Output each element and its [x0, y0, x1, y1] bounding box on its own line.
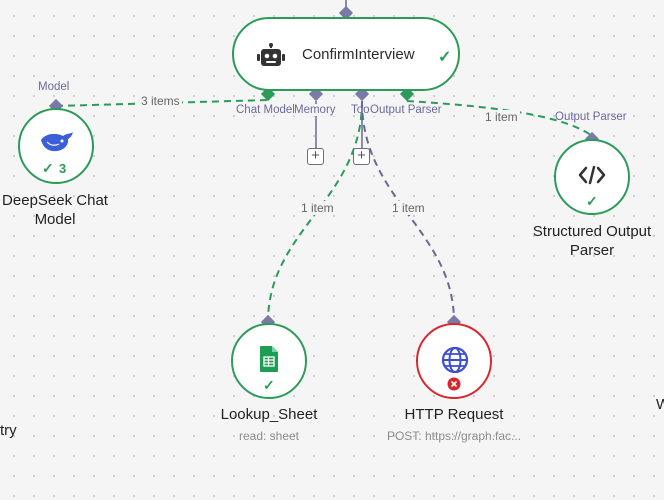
robot-icon	[257, 43, 285, 66]
add-tool-button[interactable]: +	[353, 148, 370, 165]
add-memory-button[interactable]: +	[307, 148, 324, 165]
http-request-label: HTTP Request	[404, 406, 504, 423]
google-sheets-icon	[260, 346, 278, 372]
offscreen-node-label-left: try	[0, 422, 17, 439]
edge-label-sheet: 1 item	[299, 201, 336, 215]
deepseek-label-line1: DeepSeek Chat	[2, 192, 108, 209]
lookup-sheet-subtitle: read: sheet	[238, 429, 300, 443]
deepseek-node[interactable]: ✓ 3	[18, 108, 94, 184]
deepseek-label: DeepSeek Chat Model	[0, 191, 120, 229]
edge-label-http: 1 item	[390, 201, 427, 215]
parser-label-line1: Structured Output	[532, 223, 652, 240]
deepseek-label-line2: Model	[34, 211, 76, 228]
http-request-node[interactable]	[416, 323, 492, 399]
lookup-sheet-label: Lookup_Sheet	[220, 406, 318, 423]
port-label-chat-model: Chat Model	[236, 104, 295, 116]
success-check-icon: ✓	[42, 160, 54, 176]
success-check-icon: ✓	[263, 377, 275, 393]
port-label-memory: Memory	[294, 104, 336, 116]
agent-node-confirm-interview[interactable]: ConfirmInterview ✓	[232, 17, 460, 91]
edge-label-model: 3 items	[139, 94, 182, 108]
error-icon	[447, 377, 461, 391]
success-check-icon: ✓	[438, 49, 452, 66]
structured-output-parser-node[interactable]: ✓	[554, 139, 630, 215]
port-label-model: Model	[38, 81, 70, 93]
parser-label: Structured Output Parser	[517, 222, 664, 260]
port-label-output-parser-right: Output Parser	[555, 111, 627, 123]
deepseek-whale-icon	[41, 132, 73, 152]
code-icon	[578, 165, 606, 185]
agent-title: ConfirmInterview	[302, 46, 415, 63]
http-request-subtitle: POST: https://graph.fac...	[386, 429, 522, 443]
port-label-tool: Tool	[351, 104, 373, 116]
port-label-output-parser: Output Parser	[370, 104, 442, 116]
lookup-sheet-node[interactable]: ✓	[231, 323, 307, 399]
edge-label-parser: 1 item	[483, 110, 520, 124]
agent-input-port[interactable]	[338, 5, 354, 21]
parser-label-line2: Parser	[569, 242, 615, 259]
run-count-badge: 3	[59, 161, 67, 176]
parser-connection[interactable]	[406, 100, 593, 137]
success-check-icon: ✓	[586, 193, 598, 209]
offscreen-node-label-right: W	[656, 396, 664, 413]
globe-icon	[441, 346, 469, 374]
